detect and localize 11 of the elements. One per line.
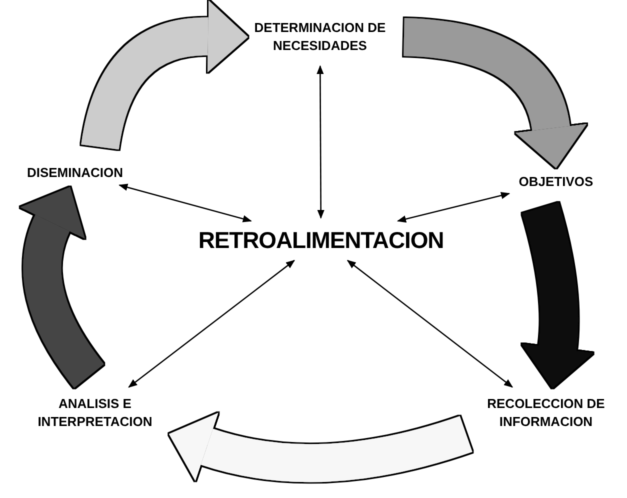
node-label: ANALISIS E INTERPRETACION	[36, 395, 154, 431]
double-arrow	[316, 65, 324, 219]
node-label: DETERMINACION DE NECESIDADES	[253, 19, 387, 55]
double-arrow	[128, 260, 296, 388]
node-label: RETROALIMENTACION	[198, 226, 444, 255]
node-label: DISEMINACION	[26, 164, 124, 182]
double-arrow	[118, 184, 252, 222]
node-label: RECOLECCION DE INFORMACION	[486, 395, 606, 431]
double-arrow	[396, 192, 510, 223]
double-arrow	[346, 260, 514, 388]
node-label: OBJETIVOS	[518, 173, 594, 191]
